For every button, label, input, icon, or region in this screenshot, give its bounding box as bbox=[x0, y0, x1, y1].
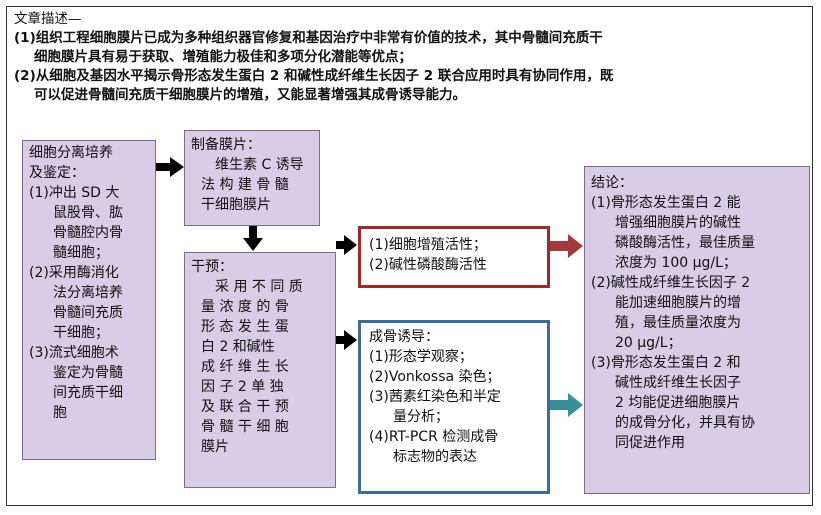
conclusion-item-2: (2)碱性成纤维生长因子 2 bbox=[591, 275, 751, 291]
isolation-item-2-cont: 干细胞； bbox=[53, 325, 109, 341]
intervention-title: 干预： bbox=[191, 259, 233, 275]
intervention-line: 及 联 合 干 预 bbox=[201, 399, 289, 415]
membrane-prep-box: 制备膜片： 维生素 C 诱导 法 构 建 骨 髓 干细胞膜片 bbox=[184, 130, 320, 226]
intervention-line: 膜片 bbox=[201, 439, 229, 455]
osteo-item-4-cont: 标志物的表达 bbox=[393, 449, 477, 465]
prep-line: 维生素 C 诱导 bbox=[215, 157, 304, 173]
intervention-line: 因 子 2 单 独 bbox=[201, 379, 284, 395]
isolation-item-1: (1)冲出 SD 大 bbox=[29, 185, 120, 201]
isolation-item-2: (2)采用酶消化 bbox=[29, 265, 119, 281]
isolation-culture-box: 细胞分离培养 及鉴定： (1)冲出 SD 大 鼠股骨、肱 骨髓腔内骨 髓细胞； … bbox=[22, 140, 156, 460]
prep-line: 干细胞膜片 bbox=[201, 197, 271, 213]
arrow-proliferation-to-conclusion bbox=[550, 234, 583, 258]
isolation-item-2-cont: 骨髓间充质 bbox=[53, 305, 123, 321]
intervention-line: 白 2 和碱性 bbox=[201, 339, 275, 355]
proliferation-line-2: (2)碱性磷酸酶活性 bbox=[369, 257, 487, 273]
isolation-title-2: 及鉴定： bbox=[29, 165, 85, 181]
conclusion-item-3-cont: 的成骨分化，并具有协 bbox=[615, 415, 755, 431]
osteo-title: 成骨诱导： bbox=[369, 329, 439, 345]
conclusion-item-1-cont: 浓度为 100 μg/L； bbox=[615, 255, 737, 271]
isolation-item-2-cont: 法分离培养 bbox=[53, 285, 123, 301]
conclusion-item-3-cont: 碱性成纤维生长因子 bbox=[615, 375, 741, 391]
article-summary: 文章描述— (1)组织工程细胞膜片已成为多种组织器官修复和基因治疗中非常有价值的… bbox=[14, 10, 809, 105]
intervention-line: 采 用 不 同 质 bbox=[215, 279, 303, 295]
isolation-item-1-cont: 骨髓腔内骨 bbox=[53, 225, 123, 241]
summary-title: 文章描述— bbox=[14, 11, 82, 27]
conclusion-item-1-cont: 磷酸酶活性，最佳质量 bbox=[615, 235, 755, 251]
osteo-item-2: (2)Vonkossa 染色； bbox=[369, 369, 501, 385]
proliferation-line-1: (1)细胞增殖活性； bbox=[369, 237, 487, 253]
intervention-line: 成 纤 维 生 长 bbox=[201, 359, 289, 375]
conclusion-item-2-cont: 殖，最佳质量浓度为 bbox=[615, 315, 741, 331]
isolation-item-3-cont: 间充质干细 bbox=[53, 385, 123, 401]
arrow-intervention-to-proliferation bbox=[336, 235, 357, 255]
summary-point-2: (2)从细胞及基因水平揭示骨形态发生蛋白 2 和碱性成纤维生长因子 2 联合应用… bbox=[14, 67, 809, 105]
osteo-item-3: (3)茜素红染色和半定 bbox=[369, 389, 501, 405]
conclusion-item-3-cont: 同促进作用 bbox=[615, 435, 685, 451]
summary-point-1: (1)组织工程细胞膜片已成为多种组织器官修复和基因治疗中非常有价值的技术，其中骨… bbox=[14, 29, 809, 67]
conclusion-item-3: (3)骨形态发生蛋白 2 和 bbox=[591, 355, 741, 371]
prep-title: 制备膜片： bbox=[191, 137, 261, 153]
proliferation-assay-box: (1)细胞增殖活性； (2)碱性磷酸酶活性 bbox=[358, 226, 550, 288]
intervention-line: 量 浓 度 的 骨 bbox=[201, 299, 289, 315]
conclusion-title: 结论： bbox=[591, 175, 633, 191]
isolation-item-3-cont: 鉴定为骨髓 bbox=[53, 365, 123, 381]
conclusion-box: 结论： (1)骨形态发生蛋白 2 能 增强细胞膜片的碱性 磷酸酶活性，最佳质量 … bbox=[584, 166, 810, 494]
summary-point-1-line-1: (1)组织工程细胞膜片已成为多种组织器官修复和基因治疗中非常有价值的技术，其中骨… bbox=[14, 30, 603, 46]
intervention-line: 形 态 发 生 蛋 bbox=[201, 319, 289, 335]
conclusion-item-1: (1)骨形态发生蛋白 2 能 bbox=[591, 195, 741, 211]
conclusion-item-2-cont: 20 μg/L； bbox=[615, 335, 682, 351]
conclusion-item-2-cont: 能加速细胞膜片的增 bbox=[615, 295, 741, 311]
isolation-item-3-cont: 胞 bbox=[53, 405, 67, 421]
isolation-title-1: 细胞分离培养 bbox=[29, 145, 113, 161]
conclusion-item-1-cont: 增强细胞膜片的碱性 bbox=[615, 215, 741, 231]
arrow-isolation-to-prep bbox=[156, 157, 184, 177]
isolation-item-1-cont: 鼠股骨、肱 bbox=[53, 205, 123, 221]
summary-point-2-line-2: 可以促进骨髓间充质干细胞膜片的增殖，又能显著增强其成骨诱导能力。 bbox=[34, 87, 466, 103]
summary-point-2-line-1: (2)从细胞及基因水平揭示骨形态发生蛋白 2 和碱性成纤维生长因子 2 联合应用… bbox=[14, 68, 614, 84]
outer-frame bbox=[6, 6, 813, 506]
intervention-box: 干预： 采 用 不 同 质 量 浓 度 的 骨 形 态 发 生 蛋 白 2 和碱… bbox=[184, 252, 336, 488]
intervention-line: 骨 髓 干 细 胞 bbox=[201, 419, 289, 435]
osteo-item-4: (4)RT-PCR 检测成骨 bbox=[369, 429, 499, 445]
summary-point-1-line-2: 细胞膜片具有易于获取、增殖能力极佳和多项分化潜能等优点； bbox=[34, 49, 412, 65]
prep-line: 法 构 建 骨 髓 bbox=[201, 177, 289, 193]
osteo-item-1: (1)形态学观察； bbox=[369, 349, 473, 365]
arrow-intervention-to-osteo bbox=[336, 330, 357, 350]
osteo-item-3-cont: 量分析； bbox=[393, 409, 449, 425]
isolation-item-1-cont: 髓细胞； bbox=[53, 245, 109, 261]
isolation-item-3: (3)流式细胞术 bbox=[29, 345, 119, 361]
arrow-prep-to-intervention bbox=[243, 226, 263, 251]
osteogenic-induction-box: 成骨诱导： (1)形态学观察； (2)Vonkossa 染色； (3)茜素红染色… bbox=[358, 320, 550, 494]
arrow-osteo-to-conclusion bbox=[550, 393, 583, 417]
conclusion-item-3-cont: 2 均能促进细胞膜片 bbox=[615, 395, 741, 411]
